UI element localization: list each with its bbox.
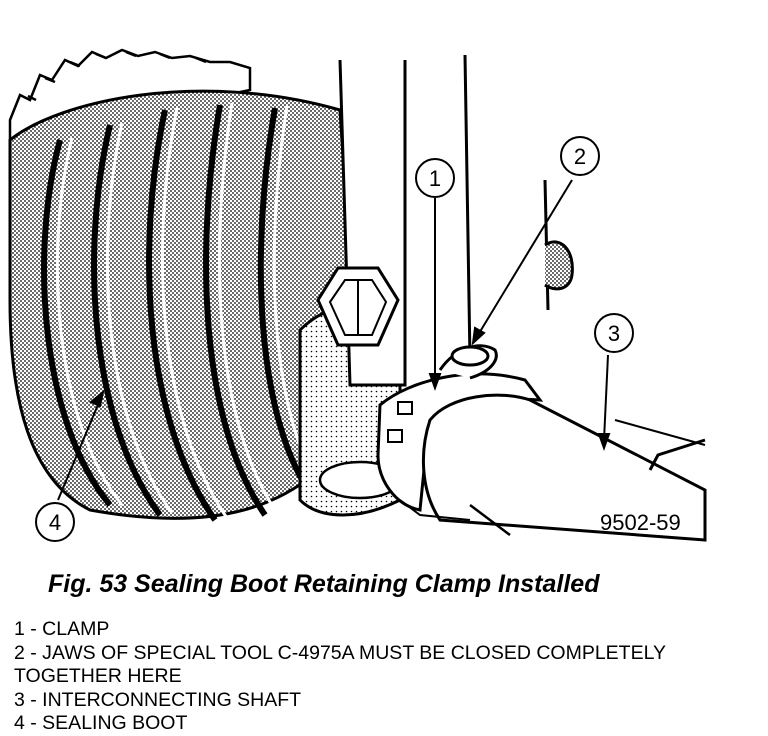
svg-text:2: 2 <box>574 144 586 169</box>
callout-3: 3 <box>594 313 634 353</box>
drawing-code: 9502-59 <box>600 510 681 535</box>
figure-caption: Fig. 53 Sealing Boot Retaining Clamp Ins… <box>48 570 600 598</box>
hex-bolt <box>316 266 400 347</box>
callout-2: 2 <box>560 136 600 176</box>
legend-item-2: 2 - JAWS OF SPECIAL TOOL C-4975A MUST BE… <box>14 641 666 688</box>
legend-item-1: 1 - CLAMP <box>14 618 110 640</box>
technical-illustration: 1 2 3 4 9502-59 <box>8 48 707 542</box>
callout-1: 1 <box>415 158 455 198</box>
svg-text:3: 3 <box>608 321 620 346</box>
svg-text:1: 1 <box>429 166 441 191</box>
legend: 1 - CLAMP 2 - JAWS OF SPECIAL TOOL C-497… <box>14 618 754 736</box>
legend-item-4: 4 - SEALING BOOT <box>14 712 188 734</box>
svg-text:4: 4 <box>49 510 61 535</box>
leader-lines <box>57 179 611 501</box>
base-edge <box>399 499 471 521</box>
legend-item-3: 3 - INTERCONNECTING SHAFT <box>14 688 302 711</box>
interconnecting-shaft <box>422 393 707 542</box>
callout-4: 4 <box>35 502 75 542</box>
